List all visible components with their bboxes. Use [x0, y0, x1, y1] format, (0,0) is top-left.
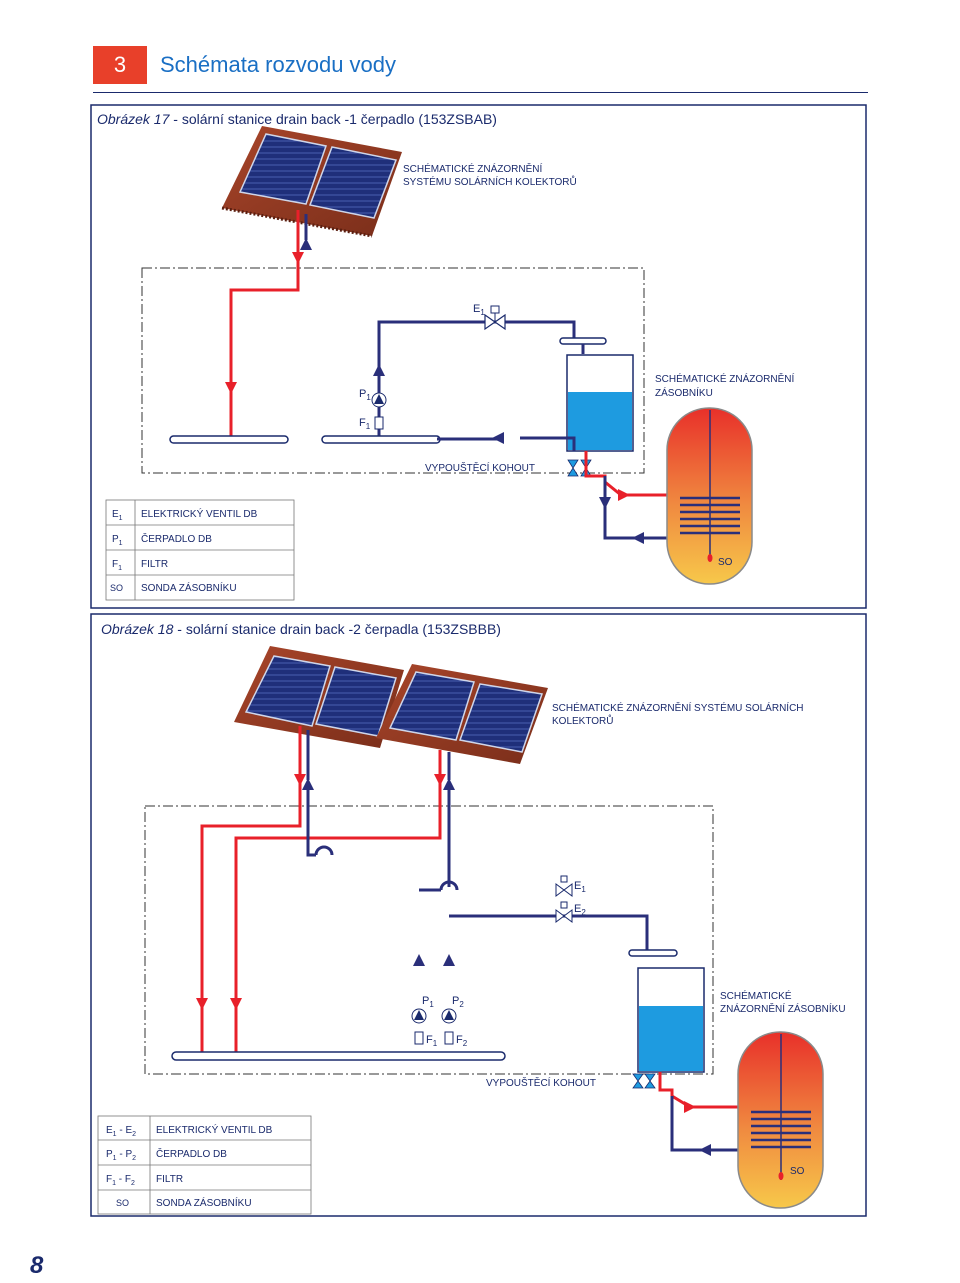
f1-label: F1 [426, 1034, 438, 1048]
legend-code: E1 - E2 [106, 1125, 136, 1138]
legend-desc: ČERPADLO DB [156, 1147, 227, 1160]
figure-18: Obrázek 18 - solární stanice drain back … [90, 613, 867, 1217]
collectors-label-line-1: SCHÉMATICKÉ ZNÁZORNĚNÍ SYSTÉMU SOLÁRNÍCH [552, 701, 804, 714]
valve-e1 [484, 305, 506, 331]
section-number-badge: 3 [93, 46, 147, 84]
valve-e2 [555, 901, 573, 923]
f2-label: F2 [456, 1034, 468, 1048]
solar-collector-illustration [221, 126, 402, 238]
sensor-so-icon [707, 554, 713, 562]
e1-label: E1 [473, 303, 485, 317]
p1-label: P1 [422, 995, 434, 1009]
figure-17: Obrázek 17 - solární stanice drain back … [90, 104, 867, 609]
hot-pipe [229, 210, 300, 438]
legend-code: E1 [112, 509, 123, 522]
station-boundary [141, 267, 645, 474]
manifold-right [321, 435, 441, 444]
tank-label-line-2: ZÁSOBNÍKU [655, 386, 713, 399]
legend-code: SO [116, 1198, 129, 1208]
drain-valve-icon [567, 459, 592, 477]
legend-code: P1 - P2 [106, 1149, 136, 1162]
sensor-so-icon [778, 1172, 784, 1180]
drain-valve-icon [632, 1073, 656, 1089]
legend-desc: FILTR [156, 1174, 183, 1185]
legend-code: F1 [112, 559, 122, 572]
legend-code: SO [110, 583, 123, 593]
tank-water-level [568, 392, 632, 450]
filter-f1-icon [414, 1031, 424, 1045]
legend-code: P1 [112, 534, 123, 547]
legend-code: F1 - F2 [106, 1174, 135, 1187]
station-boundary [144, 805, 714, 1075]
filter-f2-icon [444, 1031, 454, 1045]
e2-label: E2 [574, 903, 586, 917]
legend-17: E1 ELEKTRICKÝ VENTIL DB P1 ČERPADLO DB F… [105, 499, 295, 601]
legend-desc: SONDA ZÁSOBNÍKU [156, 1196, 252, 1209]
figure-17-caption: Obrázek 17 - solární stanice drain back … [97, 111, 497, 127]
page-number: 8 [30, 1252, 44, 1279]
drain-label: VYPOUŠTĚCÍ KOHOUT [486, 1076, 596, 1089]
heat-exchanger-coil [751, 1110, 811, 1149]
tank-label-line-1: SCHÉMATICKÉ ZNÁZORNĚNÍ [655, 372, 794, 385]
section-divider [93, 92, 868, 93]
p1-label: P1 [359, 388, 371, 402]
collectors-label-line-2: KOLEKTORŮ [552, 714, 614, 727]
heat-exchanger-coil [680, 496, 740, 535]
manifold-left [169, 435, 289, 444]
section-title: Schémata rozvodu vody [160, 52, 397, 77]
manifold [171, 1051, 506, 1061]
tank-water-level [639, 1006, 703, 1071]
filter-f1-icon [374, 416, 384, 430]
valve-e1 [555, 875, 573, 897]
figure-17-frame [90, 104, 867, 609]
tank-label-line-2: ZNÁZORNĚNÍ ZÁSOBNÍKU [720, 1002, 846, 1015]
legend-desc: ČERPADLO DB [141, 532, 212, 545]
figure-18-caption: Obrázek 18 - solární stanice drain back … [101, 621, 501, 637]
collectors-label-line-2: SYSTÉMU SOLÁRNÍCH KOLEKTORŮ [403, 175, 577, 188]
legend-desc: SONDA ZÁSOBNÍKU [141, 581, 237, 594]
figure-18-frame [90, 613, 867, 1217]
legend-desc: ELEKTRICKÝ VENTIL DB [156, 1123, 273, 1136]
p2-label: P2 [452, 995, 464, 1009]
legend-desc: FILTR [141, 559, 168, 570]
so-label: SO [718, 557, 733, 568]
solar-collector-illustration [234, 646, 548, 764]
e1-label: E1 [574, 880, 586, 894]
so-label: SO [790, 1166, 805, 1177]
return-pipe [377, 320, 576, 438]
tank-label-line-1: SCHÉMATICKÉ [720, 989, 792, 1002]
legend-18: E1 - E2 ELEKTRICKÝ VENTIL DB P1 - P2 ČER… [97, 1115, 312, 1215]
f1-label: F1 [359, 417, 371, 431]
collectors-label-line-1: SCHÉMATICKÉ ZNÁZORNĚNÍ [403, 162, 542, 175]
drain-label: VYPOUŠTĚCÍ KOHOUT [425, 461, 535, 474]
legend-desc: ELEKTRICKÝ VENTIL DB [141, 507, 258, 520]
